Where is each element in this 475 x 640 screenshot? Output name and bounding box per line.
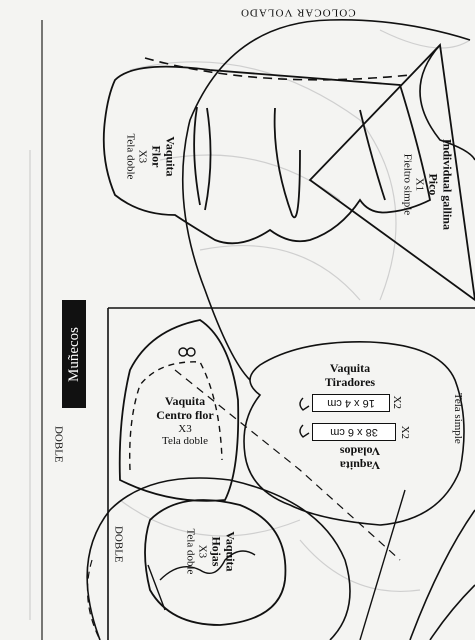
flor-petal-line-4	[359, 109, 386, 201]
centro-flor-label: Vaquita Centro flor X3 Tela doble	[156, 394, 214, 448]
pico-triangle	[308, 43, 475, 302]
flor-petal-line-2	[204, 107, 212, 211]
centro-hole-1	[178, 347, 188, 357]
centro-hole-2	[186, 347, 196, 357]
pico-label: Individual gallina Pico X1 Fieltro simpl…	[401, 138, 455, 230]
tiradores-arrow-icon	[299, 397, 310, 411]
right-shape-3	[359, 489, 406, 640]
big-round-outline	[181, 19, 471, 381]
right-shape-1	[409, 509, 475, 640]
tiradores-label: Vaquita Tiradores	[324, 361, 376, 389]
volados-qty: X2	[399, 425, 412, 440]
volados-size-box: 38 x 6 cm	[312, 423, 396, 441]
volados-arrow-icon	[299, 424, 310, 438]
top-label: COLOCAR VOLADO	[240, 6, 356, 19]
tiradores-qty: X2	[391, 395, 404, 410]
hojas-label: Vaquita Hojas X3 Tela doble	[184, 528, 238, 575]
doble-left-label: DOBLE	[52, 425, 65, 463]
tiradores-size-box: 16 x 4 cm	[312, 394, 390, 412]
centro-flor-dashed	[129, 361, 223, 471]
tela-simple-label: Tela simple	[451, 392, 464, 444]
brand-logo: Muñecos	[62, 300, 86, 408]
lower-loop-outline	[86, 477, 351, 640]
flor-petal-line-3	[273, 107, 301, 219]
hojas-grainline	[147, 564, 166, 611]
lower-dashed	[86, 559, 101, 640]
hojas-vein	[159, 550, 256, 581]
pico-curve	[419, 44, 475, 161]
doble-inner-label: DOBLE	[112, 525, 125, 563]
flor-piece-outline	[102, 65, 432, 245]
hojas-outline	[144, 499, 287, 626]
flor-petal-line-1	[193, 106, 201, 206]
flor-fold-dashed	[144, 57, 411, 81]
flor-label: Vaquita Flor X3 Tela doble	[124, 133, 178, 180]
right-shape-2	[429, 584, 475, 640]
volados-label: Vaquita Volados	[339, 444, 381, 473]
volados-outline	[243, 341, 465, 526]
diagonal-dashed	[174, 369, 401, 561]
